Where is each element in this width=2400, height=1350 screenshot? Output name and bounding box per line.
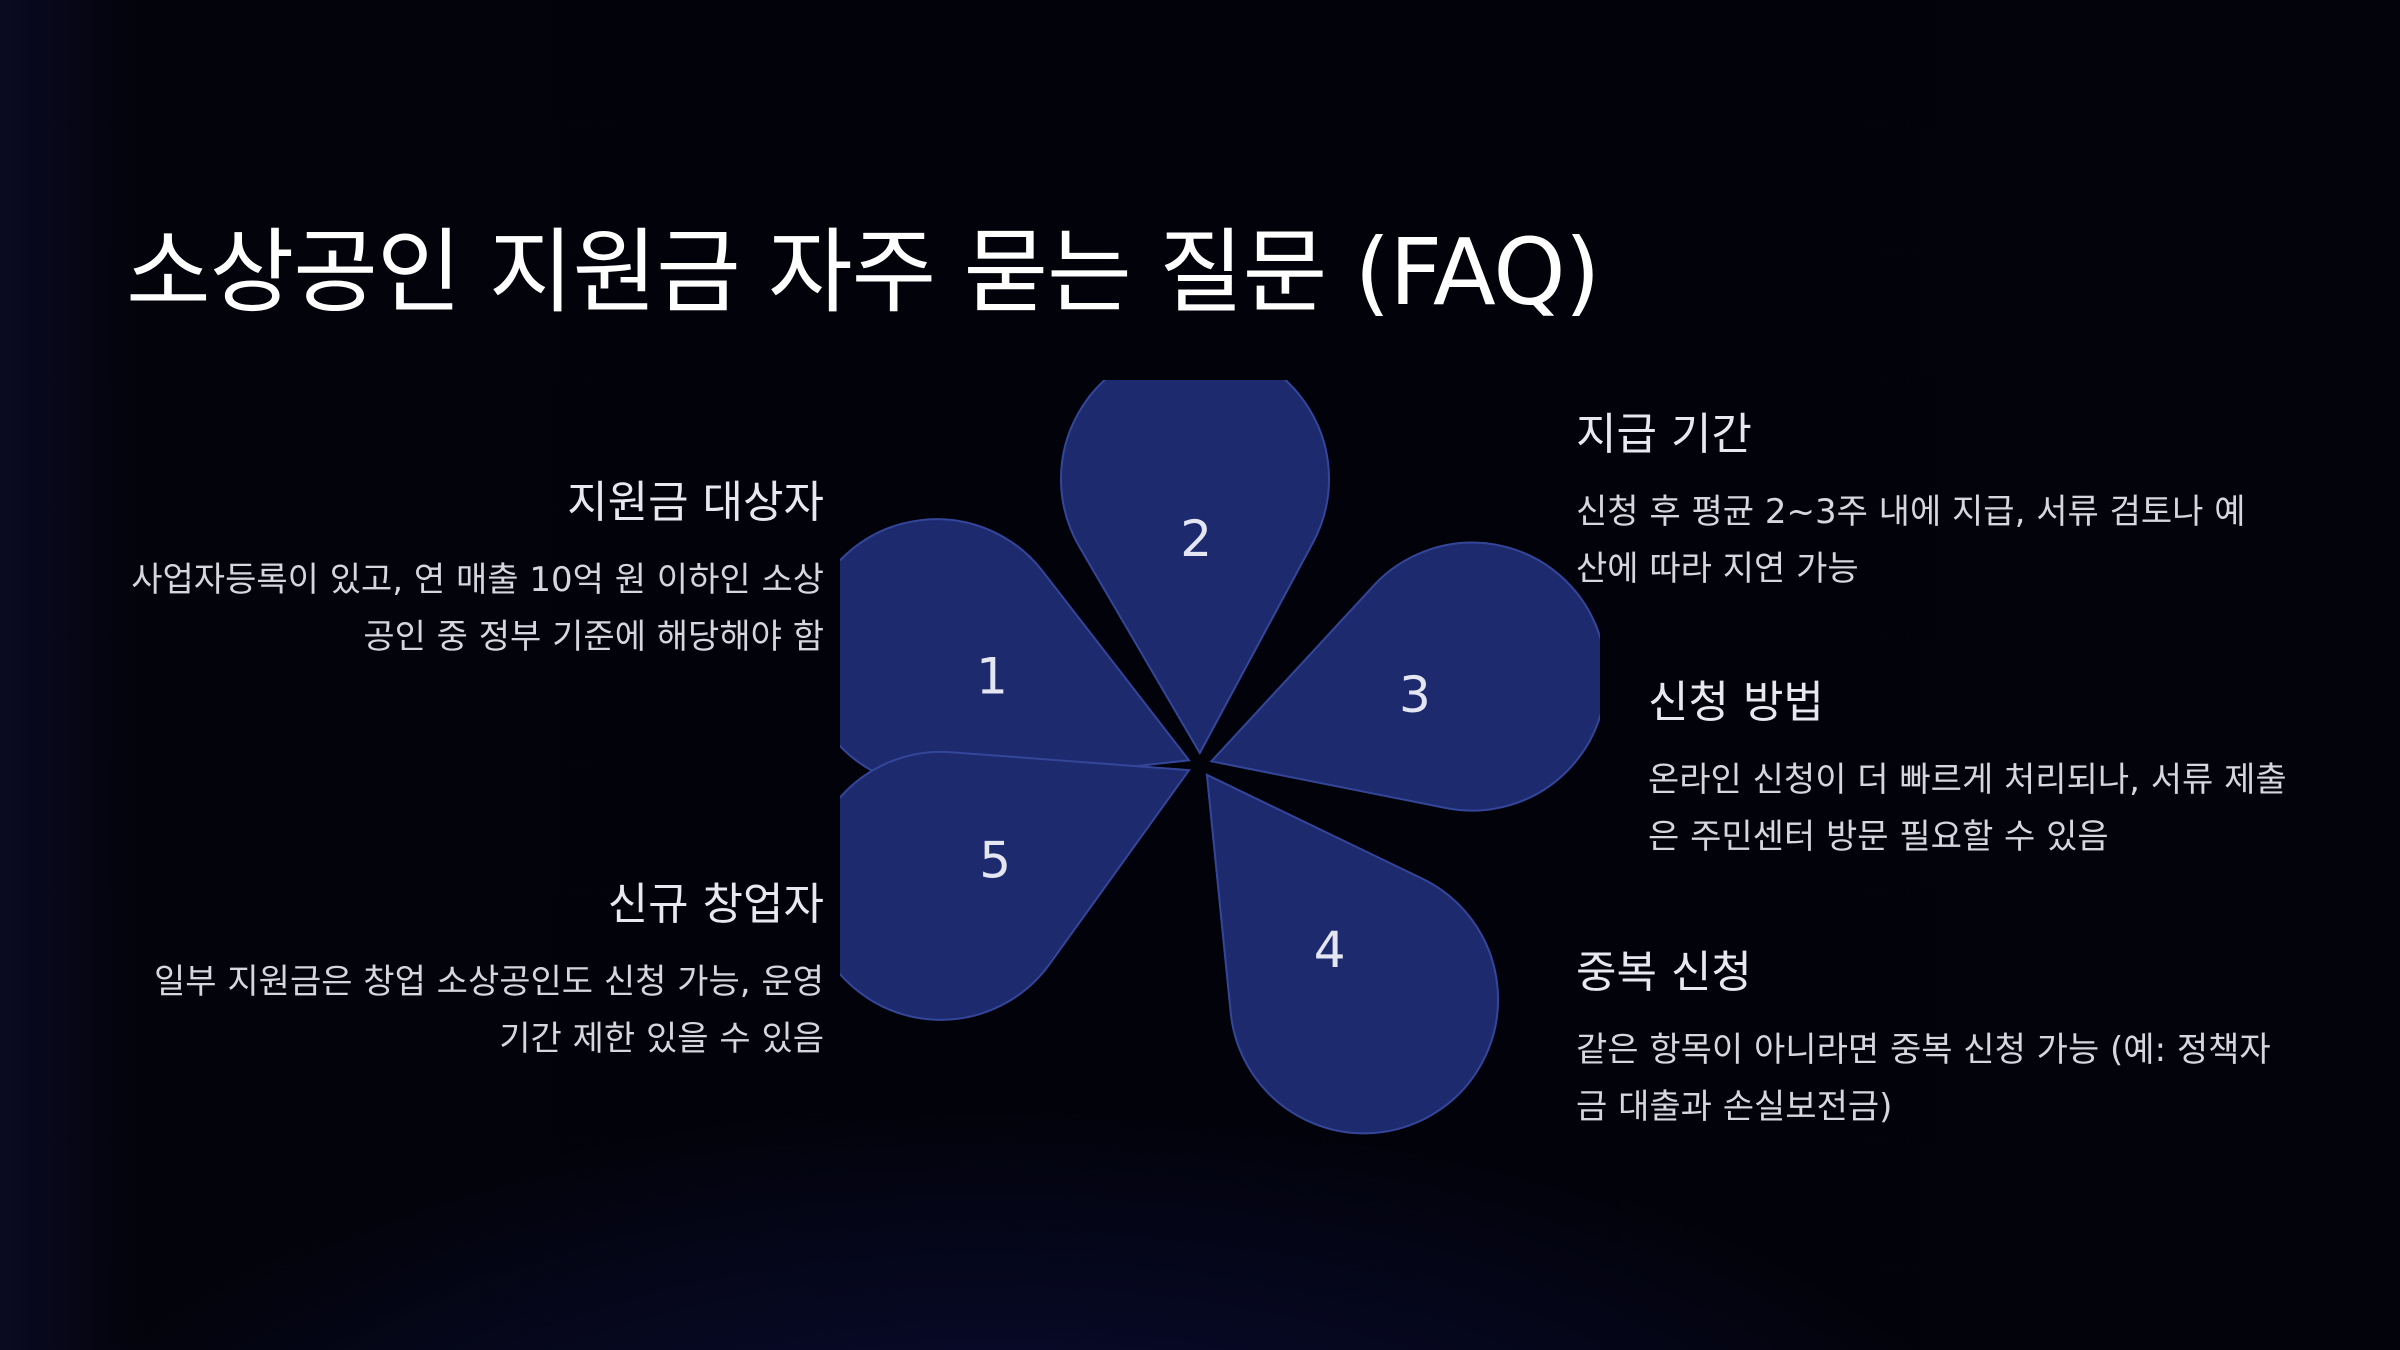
faq-question-4: 중복 신청 (1576, 947, 1752, 998)
faq-question-3: 신청 방법 (1648, 677, 1824, 728)
flower-diagram: 1 2 3 4 5 (840, 380, 1600, 1135)
petal-number-2: 2 (1180, 510, 1212, 568)
faq-answer-1: 사업자등록이 있고, 연 매출 10억 원 이하인 소상공인 중 정부 기준에 … (131, 560, 824, 657)
petal-number-1: 1 (976, 648, 1008, 706)
faq-item-2: 지급 기간 신청 후 평균 2~3주 내에 지급, 서류 검토나 예산에 따라 … (1576, 398, 2266, 598)
faq-answer-3: 온라인 신청이 더 빠르게 처리되나, 서류 제출은 주민센터 방문 필요할 수… (1648, 760, 2287, 857)
petal-number-3: 3 (1399, 666, 1431, 724)
faq-item-1: 지원금 대상자 사업자등록이 있고, 연 매출 10억 원 이하인 소상공인 중… (120, 466, 824, 666)
faq-item-3: 신청 방법 온라인 신청이 더 빠르게 처리되나, 서류 제출은 주민센터 방문… (1648, 666, 2288, 866)
petal-5 (840, 750, 1191, 1021)
petal-number-5: 5 (979, 832, 1011, 890)
faq-item-4: 중복 신청 같은 항목이 아니라면 중복 신청 가능 (예: 정책자금 대출과 … (1576, 936, 2276, 1136)
page-title: 소상공인 지원금 자주 묻는 질문 (FAQ) (126, 219, 1601, 326)
faq-answer-5: 일부 지원금은 창업 소상공인도 신청 가능, 운영 기간 제한 있을 수 있음 (154, 962, 824, 1059)
petal-number-4: 4 (1314, 921, 1346, 979)
petal-3 (1209, 541, 1600, 812)
faq-answer-2: 신청 후 평균 2~3주 내에 지급, 서류 검토나 예산에 따라 지연 가능 (1576, 492, 2246, 589)
petal-2 (1060, 380, 1330, 756)
petal-4 (1205, 773, 1499, 1135)
faq-item-5: 신규 창업자 일부 지원금은 창업 소상공인도 신청 가능, 운영 기간 제한 … (120, 868, 824, 1068)
faq-question-5: 신규 창업자 (607, 879, 824, 930)
faq-answer-4: 같은 항목이 아니라면 중복 신청 가능 (예: 정책자금 대출과 손실보전금) (1576, 1030, 2271, 1127)
faq-question-1: 지원금 대상자 (567, 477, 824, 528)
faq-question-2: 지급 기간 (1576, 409, 1752, 460)
